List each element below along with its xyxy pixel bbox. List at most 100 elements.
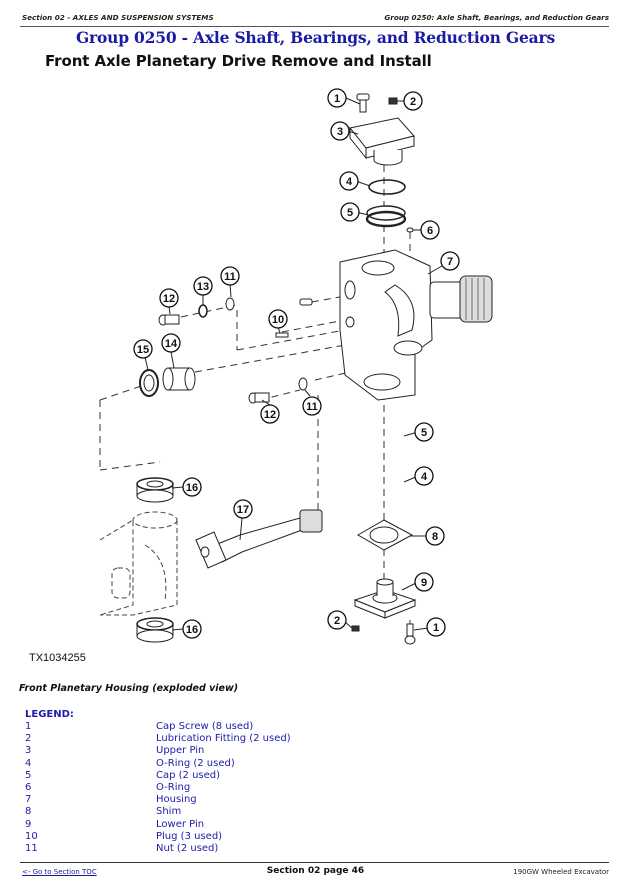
part-bearing-lower [136,617,174,643]
legend-num: 2 [25,733,32,745]
svg-text:14: 14 [165,338,178,350]
callout-13: 13 [193,276,213,296]
legend-item: 11 Nut (2 used) [25,843,445,855]
legend-desc: Nut (2 used) [156,842,219,854]
callout-15: 15 [133,339,153,359]
callout-17: 17 [233,499,253,519]
callout-14: 14 [161,333,181,353]
callout-4-top: 4 [339,171,359,191]
part-bolt-upper [158,314,180,326]
legend-item: 5 Cap (2 used) [25,770,445,782]
callout-2-top: 2 [403,91,423,111]
callout-1-bottom: 1 [426,617,446,637]
legend-num: 11 [25,842,38,854]
part-axle-shaft [195,509,323,569]
legend-desc: Plug (3 used) [156,830,223,842]
machine-model: 190GW Wheeled Excavator [513,868,609,876]
exploded-view-diagram: 1 2 3 4 5 6 7 10 11 13 12 14 15 12 11 5 … [0,78,631,668]
svg-text:15: 15 [137,344,149,356]
part-washer [198,304,208,318]
part-seal [139,369,159,397]
part-o-ring-top [368,179,406,195]
part-plug-2 [299,298,313,306]
svg-text:11: 11 [224,271,236,283]
legend-num: 7 [25,794,32,806]
svg-text:17: 17 [237,504,249,516]
part-nut-upper [225,297,235,311]
callout-12-upper: 12 [159,288,179,308]
svg-text:4: 4 [421,471,428,483]
part-lower-pin [353,578,417,619]
callout-11-lower: 11 [302,396,322,416]
part-lube-fitting-bottom [351,625,360,632]
callout-7: 7 [440,251,460,271]
legend-item: 2 Lubrication Fitting (2 used) [25,733,445,745]
svg-text:1: 1 [433,622,439,634]
svg-text:4: 4 [346,176,353,188]
svg-text:10: 10 [272,314,284,326]
svg-text:13: 13 [197,281,209,293]
part-nut-lower [298,377,308,391]
legend-num: 3 [25,745,32,757]
callout-5-top: 5 [340,202,360,222]
part-upper-pin [349,117,415,166]
page-header: Section 02 - AXLES AND SUSPENSION SYSTEM… [22,13,609,27]
legend-num: 6 [25,781,32,793]
page-footer: <- Go to Section TOC Section 02 page 46 … [22,866,609,880]
svg-text:12: 12 [163,293,175,305]
part-housing [339,249,493,401]
callout-8: 8 [425,526,445,546]
legend-num: 8 [25,806,32,818]
legend-item: 3 Upper Pin [25,745,445,757]
callout-1-top: 1 [327,88,347,108]
legend-heading: LEGEND: [25,709,74,720]
part-bushing [162,367,196,391]
part-cap-top [365,205,407,228]
callout-10: 10 [268,309,288,329]
callout-11-upper: 11 [220,266,240,286]
svg-text:5: 5 [347,207,353,219]
svg-text:9: 9 [421,577,427,589]
part-o-ring-small [406,227,414,233]
footer-divider [20,862,609,863]
legend-desc: Housing [156,794,197,806]
part-lube-fitting-top [388,97,398,105]
svg-text:7: 7 [447,256,453,268]
legend-desc: Cap (2 used) [156,769,221,781]
callout-9: 9 [414,572,434,592]
legend-desc: O-Ring (2 used) [156,757,235,769]
callout-6: 6 [420,220,440,240]
svg-text:16: 16 [186,482,198,494]
part-plug [275,332,289,338]
callouts: 1 2 3 4 5 6 7 10 11 13 12 14 15 12 11 5 … [133,88,460,639]
group-label: Group 0250: Axle Shaft, Bearings, and Re… [384,13,609,22]
callout-12-lower: 12 [260,404,280,424]
callout-4-bottom: 4 [414,466,434,486]
procedure-title: Front Axle Planetary Drive Remove and In… [45,52,432,70]
legend-num: 9 [25,818,32,830]
svg-text:6: 6 [427,225,433,237]
legend-desc: Upper Pin [156,745,205,757]
svg-text:2: 2 [410,96,416,108]
legend-num: 5 [25,769,32,781]
callout-3: 3 [330,121,350,141]
group-title: Group 0250 - Axle Shaft, Bearings, and R… [76,28,555,47]
svg-text:5: 5 [421,427,427,439]
legend-desc: Cap Screw (8 used) [156,721,254,732]
legend-num: 10 [25,830,38,842]
callout-16-upper: 16 [182,477,202,497]
legend-item: 10 Plug (3 used) [25,831,445,843]
legend-desc: O-Ring [156,781,191,793]
legend-num: 1 [25,721,32,732]
figure-caption: Front Planetary Housing (exploded view) [19,683,239,694]
part-cap-screw-top [356,93,370,113]
go-to-section-toc-link[interactable]: <- Go to Section TOC [22,868,97,876]
svg-text:8: 8 [432,531,438,543]
legend-desc: Lubrication Fitting (2 used) [156,733,291,745]
callout-2-bottom: 2 [327,610,347,630]
svg-text:16: 16 [186,624,198,636]
callout-5-bottom: 5 [414,422,434,442]
header-divider [20,26,609,27]
